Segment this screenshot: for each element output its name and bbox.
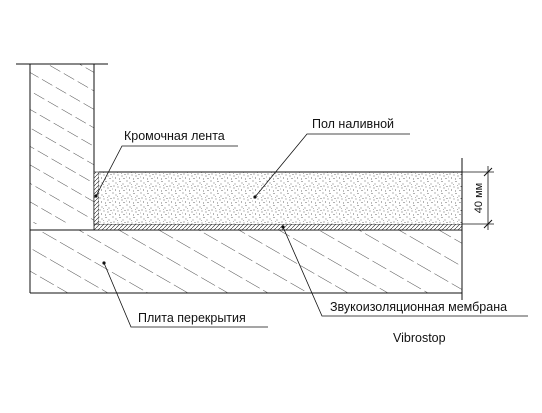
leader-edge-tape: Кромочная лента (94, 129, 238, 198)
floor-slab (29, 229, 462, 294)
label-membrane: Звукоизоляционная мембрана (330, 300, 507, 314)
edge-tape (93, 171, 100, 225)
wall (16, 63, 108, 230)
label-edge-tape: Кромочная лента (124, 129, 225, 143)
dimension-label: 40 мм (473, 183, 485, 213)
acoustic-membrane (93, 223, 463, 231)
leader-slab: Плита перекрытия (102, 261, 268, 328)
leader-screed: Пол наливной (253, 117, 410, 199)
label-slab: Плита перекрытия (138, 311, 246, 325)
leader-membrane: Звукоизоляционная мембрана Vibrostop (281, 225, 528, 345)
label-screed: Пол наливной (312, 117, 394, 131)
thickness-dimension: 40 мм (462, 166, 494, 230)
label-brand: Vibrostop (393, 331, 446, 345)
self-leveling-screed (99, 171, 462, 224)
